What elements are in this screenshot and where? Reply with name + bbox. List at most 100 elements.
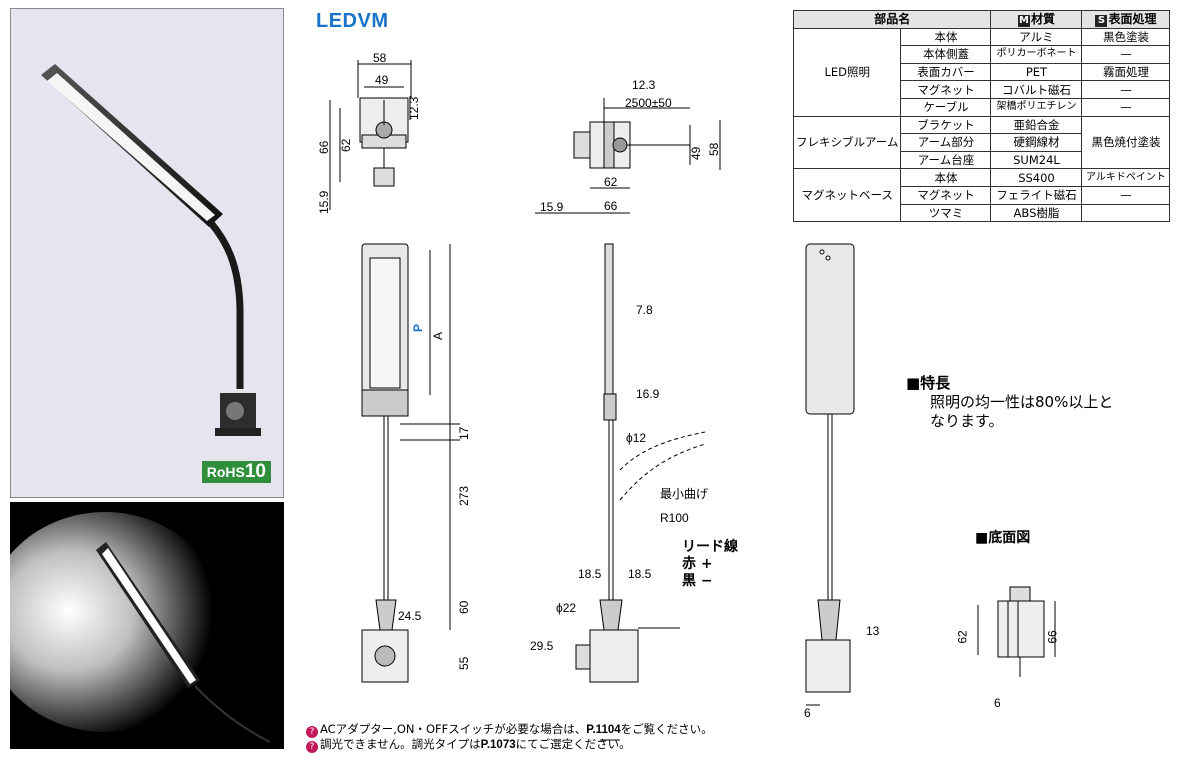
table-row: マグネット コバルト磁石 — [794, 80, 1171, 99]
lead-red: 赤 + [682, 556, 713, 572]
product-photo-lamp: RoHS10 [10, 8, 284, 498]
group-led: LED照明 [792, 27, 902, 117]
dim-18-5-right: 18.5 [628, 567, 652, 581]
dim-bottom-66: 66 [1045, 630, 1060, 644]
row-part: 本体 [900, 168, 992, 187]
dim-55: 55 [457, 656, 471, 670]
row-part: アーム台座 [900, 150, 992, 170]
row-part: 本体側蓋 [900, 45, 992, 64]
table-row: ツマミ ABS樹脂 [794, 203, 1171, 223]
dim-16-9: 16.9 [636, 387, 660, 401]
row-part: マグネット [900, 185, 992, 205]
dim-273: 273 [457, 486, 471, 506]
dim-side-12-3: 12.3 [632, 78, 656, 92]
row-surface: — [1081, 185, 1171, 205]
dim-17: 17 [457, 426, 471, 440]
dim-7-8: 7.8 [636, 303, 653, 317]
dim-r100: R100 [660, 511, 689, 525]
rear-and-bottom-view [805, 243, 855, 706]
dim-cable-length: 2500±50 [625, 96, 672, 110]
features-body-2: なります。 [930, 412, 1004, 430]
table-row: マグネット フェライト磁石 — [794, 185, 1171, 205]
row-material: PET [990, 62, 1083, 82]
rohs-badge: RoHS10 [201, 461, 271, 483]
row-material: コバルト磁石 [990, 80, 1083, 99]
dim-side-58: 58 [707, 142, 721, 156]
row-part: 表面カバー [900, 62, 992, 82]
row-part: マグネット [900, 80, 992, 99]
dim-p: P [411, 324, 425, 332]
row-surface: — [1081, 45, 1171, 64]
dim-side-66: 66 [604, 199, 618, 213]
table-row: マグネットベース 本体 SS400 アルキドペイント [792, 168, 1171, 223]
dim-side-62: 62 [604, 175, 618, 189]
row-part: ブラケット [900, 115, 992, 135]
dim-6-rear: 6 [804, 706, 811, 720]
dim-side-15-9: 15.9 [540, 200, 564, 214]
row-material: ポリカーボネート [990, 45, 1083, 64]
dim-6-bottom: 6 [994, 696, 1001, 710]
dim-24-5: 24.5 [398, 609, 422, 623]
lead-title: リード線 [682, 539, 738, 555]
bottom-view-drawing [977, 586, 1056, 677]
row-surface: — [1081, 80, 1171, 99]
dim-60: 60 [457, 600, 471, 614]
row-part: ケーブル [900, 97, 992, 117]
dim-top-66: 66 [317, 140, 331, 154]
info-icon: ? [306, 741, 318, 753]
features-heading: ■特長 [906, 374, 951, 392]
header-part-name: 部品名 [792, 10, 992, 29]
side-long-view [575, 243, 706, 683]
side-view [535, 98, 721, 214]
dim-29-5: 29.5 [530, 639, 554, 653]
front-view [361, 243, 460, 683]
table-row: アーム部分 硬鋼線材 [794, 133, 1170, 152]
dim-top-12-3: 12.3 [407, 96, 421, 120]
lead-black: 黒 − [682, 573, 713, 589]
row-material: 架橋ポリエチレン [990, 97, 1083, 117]
dim-top-15-9: 15.9 [317, 190, 331, 214]
row-material: 硬鋼線材 [990, 133, 1083, 152]
note-dimming: ?調光できません。調光タイプはP.1073にてご選定ください。 [306, 737, 631, 753]
page-ref-link[interactable]: P.1104 [586, 724, 621, 736]
row-material: アルミ [990, 27, 1083, 47]
row-surface: アルキドペイント [1081, 168, 1171, 187]
features-section: ■特長 照明の均一性は80%以上と なります。 [906, 374, 1113, 431]
row-material: SS400 [990, 168, 1083, 187]
info-icon: ? [306, 726, 318, 738]
table-row: 表面カバー PET 霧面処理 [794, 62, 1171, 82]
table-row: フレキシブルアーム ブラケット 亜鉛合金 黒色焼付塗装 [792, 115, 1171, 170]
page-ref-link[interactable]: P.1073 [480, 739, 516, 751]
technical-drawing: 58 49 12.3 66 62 15.9 12.3 2500±50 49 58… [317, 51, 721, 741]
lit-lamp-illustration [10, 512, 271, 743]
lamp-illustration [41, 64, 261, 436]
row-material: ABS樹脂 [990, 203, 1083, 223]
lead-wire-legend: リード線 赤 + 黒 − [682, 539, 738, 590]
dim-side-49: 49 [689, 146, 703, 160]
top-view [329, 60, 412, 210]
table-row: LED照明 本体 アルミ 黒色塗装 [792, 27, 1171, 117]
row-surface: 黒色焼付塗装 [1081, 115, 1171, 170]
note-ac-adapter: ?ACアダプター,ON・OFFスイッチが必要な場合は、P.1104をご覧ください… [306, 722, 713, 738]
dim-phi22: ϕ22 [556, 601, 576, 615]
dim-18-5-left: 18.5 [578, 567, 602, 581]
product-photo-lit [10, 502, 284, 749]
dim-top-62: 62 [339, 138, 353, 152]
features-body-1: 照明の均一性は80%以上と [930, 393, 1114, 411]
dim-top-width: 58 [373, 51, 387, 65]
row-material: 亜鉛合金 [990, 115, 1083, 135]
product-title: LEDVM [316, 10, 389, 32]
dim-a: A [431, 332, 445, 340]
row-material: フェライト磁石 [990, 185, 1083, 205]
dim-phi12: ϕ12 [626, 431, 646, 445]
dim-bottom-62: 62 [955, 630, 970, 644]
row-surface [1081, 203, 1171, 223]
bottom-view-label: ■底面図 [975, 530, 1031, 546]
row-material: SUM24L [990, 150, 1083, 170]
row-part: アーム部分 [900, 133, 992, 152]
row-surface: — [1081, 97, 1171, 117]
